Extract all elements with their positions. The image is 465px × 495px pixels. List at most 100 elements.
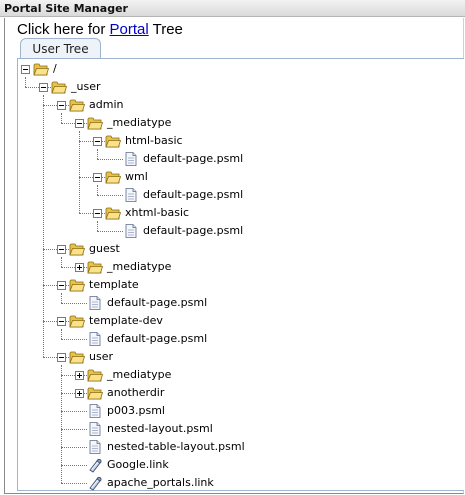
- tree-node-label[interactable]: default-page.psml: [107, 332, 208, 345]
- link-icon: [87, 475, 103, 491]
- collapse-toggle-icon[interactable]: [75, 119, 84, 128]
- tree-node-label[interactable]: anotherdir: [107, 386, 165, 399]
- expand-toggle-icon[interactable]: [75, 263, 84, 272]
- tree-connector-vertical: [25, 77, 26, 87]
- page-icon: [87, 295, 103, 311]
- tree-connector-horizontal: [61, 411, 87, 412]
- tree-connector-horizontal: [61, 429, 87, 430]
- tree-connector-horizontal: [79, 177, 105, 178]
- tree-connector-horizontal: [61, 123, 87, 124]
- collapse-toggle-icon[interactable]: [93, 173, 102, 182]
- portal-link-suffix: Tree: [148, 21, 183, 38]
- portal-link-prefix: Click here for: [17, 21, 110, 38]
- folder-icon: [87, 259, 104, 275]
- collapse-toggle-icon[interactable]: [57, 281, 66, 290]
- folder-icon-graphic: [33, 63, 50, 76]
- tree-panel: [17, 58, 464, 491]
- tree-connector-horizontal: [79, 141, 105, 142]
- tree-node-label[interactable]: template: [89, 278, 139, 291]
- folder-icon: [105, 133, 122, 149]
- tree-connector-horizontal: [61, 483, 87, 484]
- folder-icon-graphic: [69, 243, 86, 256]
- tree-connector-horizontal: [61, 447, 87, 448]
- page-icon: [123, 151, 139, 167]
- folder-icon: [87, 367, 104, 383]
- tree-node-label[interactable]: Google.link: [107, 458, 169, 471]
- tree-connector-horizontal: [43, 249, 69, 250]
- tab-user-tree[interactable]: User Tree: [20, 38, 101, 59]
- folder-icon-graphic: [105, 171, 122, 184]
- folder-icon-graphic: [87, 387, 104, 400]
- tree-node-label[interactable]: xhtml-basic: [125, 206, 190, 219]
- expand-toggle-icon[interactable]: [75, 389, 84, 398]
- portal-tree-link-line: Click here for Portal Tree: [17, 21, 183, 38]
- collapse-toggle-icon[interactable]: [93, 209, 102, 218]
- page-icon-graphic: [125, 152, 137, 166]
- folder-icon-graphic: [69, 351, 86, 364]
- tree-node-label[interactable]: nested-layout.psml: [107, 422, 213, 435]
- tree-node-label[interactable]: html-basic: [125, 134, 183, 147]
- tree-node-label[interactable]: _user: [71, 80, 101, 93]
- collapse-toggle-icon[interactable]: [57, 245, 66, 254]
- tree-connector-horizontal: [97, 231, 123, 232]
- page-icon: [87, 439, 103, 455]
- tree-node-label[interactable]: _mediatype: [107, 368, 172, 381]
- tree-connector-vertical: [61, 365, 62, 483]
- collapse-toggle-icon[interactable]: [57, 101, 66, 110]
- folder-icon: [33, 61, 50, 77]
- tree-node-label[interactable]: template-dev: [89, 314, 163, 327]
- tree-node-label[interactable]: wml: [125, 170, 148, 183]
- folder-icon: [69, 97, 86, 113]
- tree-node-label[interactable]: guest: [89, 242, 120, 255]
- page-icon: [123, 223, 139, 239]
- collapse-toggle-icon[interactable]: [39, 83, 48, 92]
- tree-node-label[interactable]: default-page.psml: [143, 224, 244, 237]
- tree-node-label[interactable]: default-page.psml: [107, 296, 208, 309]
- tree-connector-horizontal: [61, 267, 87, 268]
- tree-connector-vertical: [61, 257, 62, 267]
- portal-link[interactable]: Portal: [109, 21, 149, 38]
- page-icon-graphic: [125, 224, 137, 238]
- folder-icon-graphic: [87, 117, 104, 130]
- tree-node-label[interactable]: _mediatype: [107, 116, 172, 129]
- folder-icon: [105, 169, 122, 185]
- tree-connector-vertical: [61, 329, 62, 339]
- tree-connector-vertical: [97, 221, 98, 231]
- folder-icon-graphic: [87, 261, 104, 274]
- collapse-toggle-icon[interactable]: [57, 317, 66, 326]
- link-icon: [87, 457, 103, 473]
- tree-connector-vertical: [97, 149, 98, 159]
- tree-node-label[interactable]: user: [89, 350, 113, 363]
- tree-node-label[interactable]: p003.psml: [107, 404, 165, 417]
- tree-connector-horizontal: [43, 105, 69, 106]
- tree-connector-horizontal: [61, 393, 87, 394]
- tree-node-label[interactable]: default-page.psml: [143, 152, 244, 165]
- folder-icon: [69, 277, 86, 293]
- tree-connector-vertical: [61, 113, 62, 123]
- tree-node-label[interactable]: default-page.psml: [143, 188, 244, 201]
- tree-connector-horizontal: [25, 87, 51, 88]
- page-icon: [123, 187, 139, 203]
- window-title: Portal Site Manager: [0, 0, 465, 17]
- tree-node-label[interactable]: admin: [89, 98, 124, 111]
- tree-node-label[interactable]: apache_portals.link: [107, 476, 214, 489]
- tree-node-label[interactable]: nested-table-layout.psml: [107, 440, 245, 453]
- folder-icon: [69, 313, 86, 329]
- tree-connector-vertical: [43, 95, 44, 357]
- collapse-toggle-icon[interactable]: [21, 65, 30, 74]
- folder-icon-graphic: [87, 369, 104, 382]
- tree-node-label[interactable]: /: [53, 62, 57, 75]
- tree-connector-horizontal: [97, 195, 123, 196]
- folder-icon: [87, 385, 104, 401]
- expand-toggle-icon[interactable]: [75, 371, 84, 380]
- folder-icon-graphic: [69, 99, 86, 112]
- tree-connector-horizontal: [43, 285, 69, 286]
- tree-connector-horizontal: [61, 465, 87, 466]
- collapse-toggle-icon[interactable]: [93, 137, 102, 146]
- folder-icon-graphic: [69, 315, 86, 328]
- link-icon-graphic: [89, 476, 102, 491]
- collapse-toggle-icon[interactable]: [57, 353, 66, 362]
- link-icon-graphic: [89, 458, 102, 473]
- folder-icon-graphic: [105, 135, 122, 148]
- tree-node-label[interactable]: _mediatype: [107, 260, 172, 273]
